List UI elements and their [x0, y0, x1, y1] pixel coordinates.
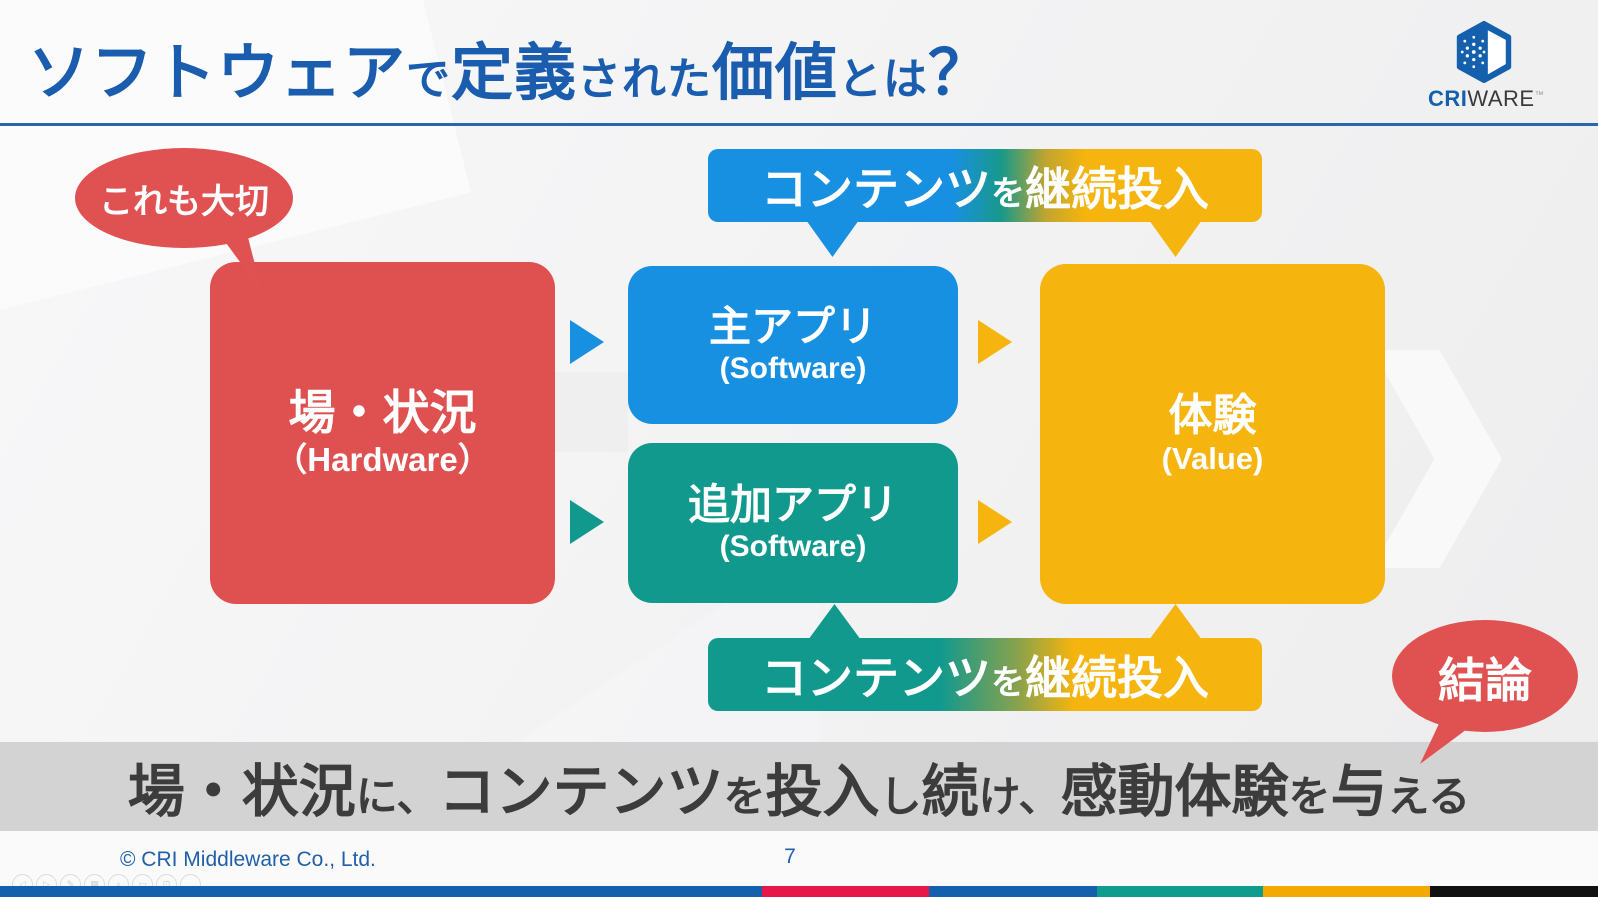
hardware-sublabel: （Hardware）: [274, 440, 491, 478]
summary-segment: 与: [1330, 759, 1388, 824]
main-app-label: 主アプリ: [708, 303, 877, 351]
main-app-box: 主アプリ (Software): [628, 266, 958, 424]
background-decor: [548, 372, 628, 452]
callout-bubble-important: これも大切: [75, 148, 293, 248]
banner-segment: を: [991, 663, 1025, 702]
banner-segment: コンテンツ: [761, 651, 991, 704]
banner-tail-down-yellow: [1149, 220, 1202, 257]
background-chevron-decor: [1372, 350, 1502, 568]
arrow-right-yellow-icon: [978, 500, 1012, 544]
experience-label: 体験: [1168, 390, 1257, 440]
banner-segment: 継続投入: [1025, 651, 1209, 704]
logo-trademark: ™: [1534, 89, 1545, 100]
title-segment: で: [406, 55, 452, 104]
criware-wordmark: CRIWARE™: [1428, 86, 1544, 112]
experience-box: 体験 (Value): [1040, 264, 1385, 604]
banner-tail-down-blue: [806, 220, 859, 257]
callout-important-text: これも大切: [99, 182, 269, 221]
title-segment: された: [577, 55, 713, 104]
main-app-sublabel: (Software): [719, 351, 867, 385]
strip-segment-yellow: [1263, 886, 1430, 897]
top-banner-content-injection: コンテンツ を 継続投入: [708, 149, 1262, 222]
arrow-right-blue-icon: [570, 320, 604, 364]
summary-segment: 続: [921, 759, 979, 824]
callout-conclusion-text: 結論: [1438, 653, 1532, 707]
summary-segment: 感動体験: [1060, 759, 1289, 824]
summary-segment: 投入: [765, 759, 880, 824]
strip-segment-blue: [929, 886, 1097, 897]
summary-segment: を: [1288, 772, 1331, 820]
criware-cube-icon: [1456, 20, 1512, 84]
criware-logo: CRIWARE™: [1428, 20, 1544, 112]
hardware-label: 場・状況: [288, 385, 477, 439]
hardware-box: 場・状況 （Hardware）: [210, 262, 555, 604]
arrow-right-teal-icon: [570, 500, 604, 544]
title-segment: ？: [928, 39, 992, 108]
title-segment: ソフトウェア: [28, 39, 407, 108]
footer: ◁ ▷ ✎ ▦ ⌕ ▭ ⊡ … © CRI Middleware Co., Lt…: [0, 831, 1598, 895]
summary-segment: に、: [355, 772, 439, 820]
title-segment: 価値: [712, 39, 839, 108]
logo-cri-text: CRI: [1428, 86, 1468, 111]
summary-segment: し: [879, 772, 922, 820]
strip-segment-black: [1430, 886, 1598, 897]
banner-segment: コンテンツ: [761, 162, 991, 215]
banner-segment: 継続投入: [1025, 162, 1209, 215]
title-segment: 定義: [451, 39, 578, 108]
banner-tail-up-yellow: [1149, 604, 1202, 640]
summary-segment: える: [1387, 772, 1471, 820]
additional-app-label: 追加アプリ: [687, 481, 898, 529]
page-title: ソフトウェア で 定義 された 価値 とは ？: [28, 22, 991, 112]
summary-segment: 場・状況: [127, 759, 356, 824]
logo-ware-text: WARE: [1467, 86, 1535, 111]
bottom-color-strip: [0, 886, 1598, 897]
bottom-banner-content-injection: コンテンツ を 継続投入: [708, 638, 1262, 711]
title-divider: [0, 123, 1598, 126]
summary-bar: 場・状況 に、 コンテンツ を 投入 し 続 け、 感動体験 を 与 える: [0, 742, 1598, 831]
arrow-right-yellow-icon: [978, 320, 1012, 364]
copyright-text: © CRI Middleware Co., Ltd.: [120, 848, 376, 871]
strip-segment-teal: [1097, 886, 1263, 897]
summary-text: 場・状況 に、 コンテンツ を 投入 し 続 け、 感動体験 を 与 える: [128, 746, 1470, 828]
additional-app-box: 追加アプリ (Software): [628, 443, 958, 603]
experience-sublabel: (Value): [1161, 441, 1264, 477]
strip-segment-blue: [0, 886, 762, 897]
banner-segment: を: [991, 174, 1025, 213]
summary-segment: を: [723, 772, 766, 820]
page-number: 7: [784, 845, 796, 868]
strip-segment-red: [762, 886, 929, 897]
summary-segment: け、: [978, 772, 1061, 820]
additional-app-sublabel: (Software): [719, 529, 867, 563]
title-segment: とは: [838, 55, 929, 104]
summary-segment: コンテンツ: [438, 759, 724, 824]
